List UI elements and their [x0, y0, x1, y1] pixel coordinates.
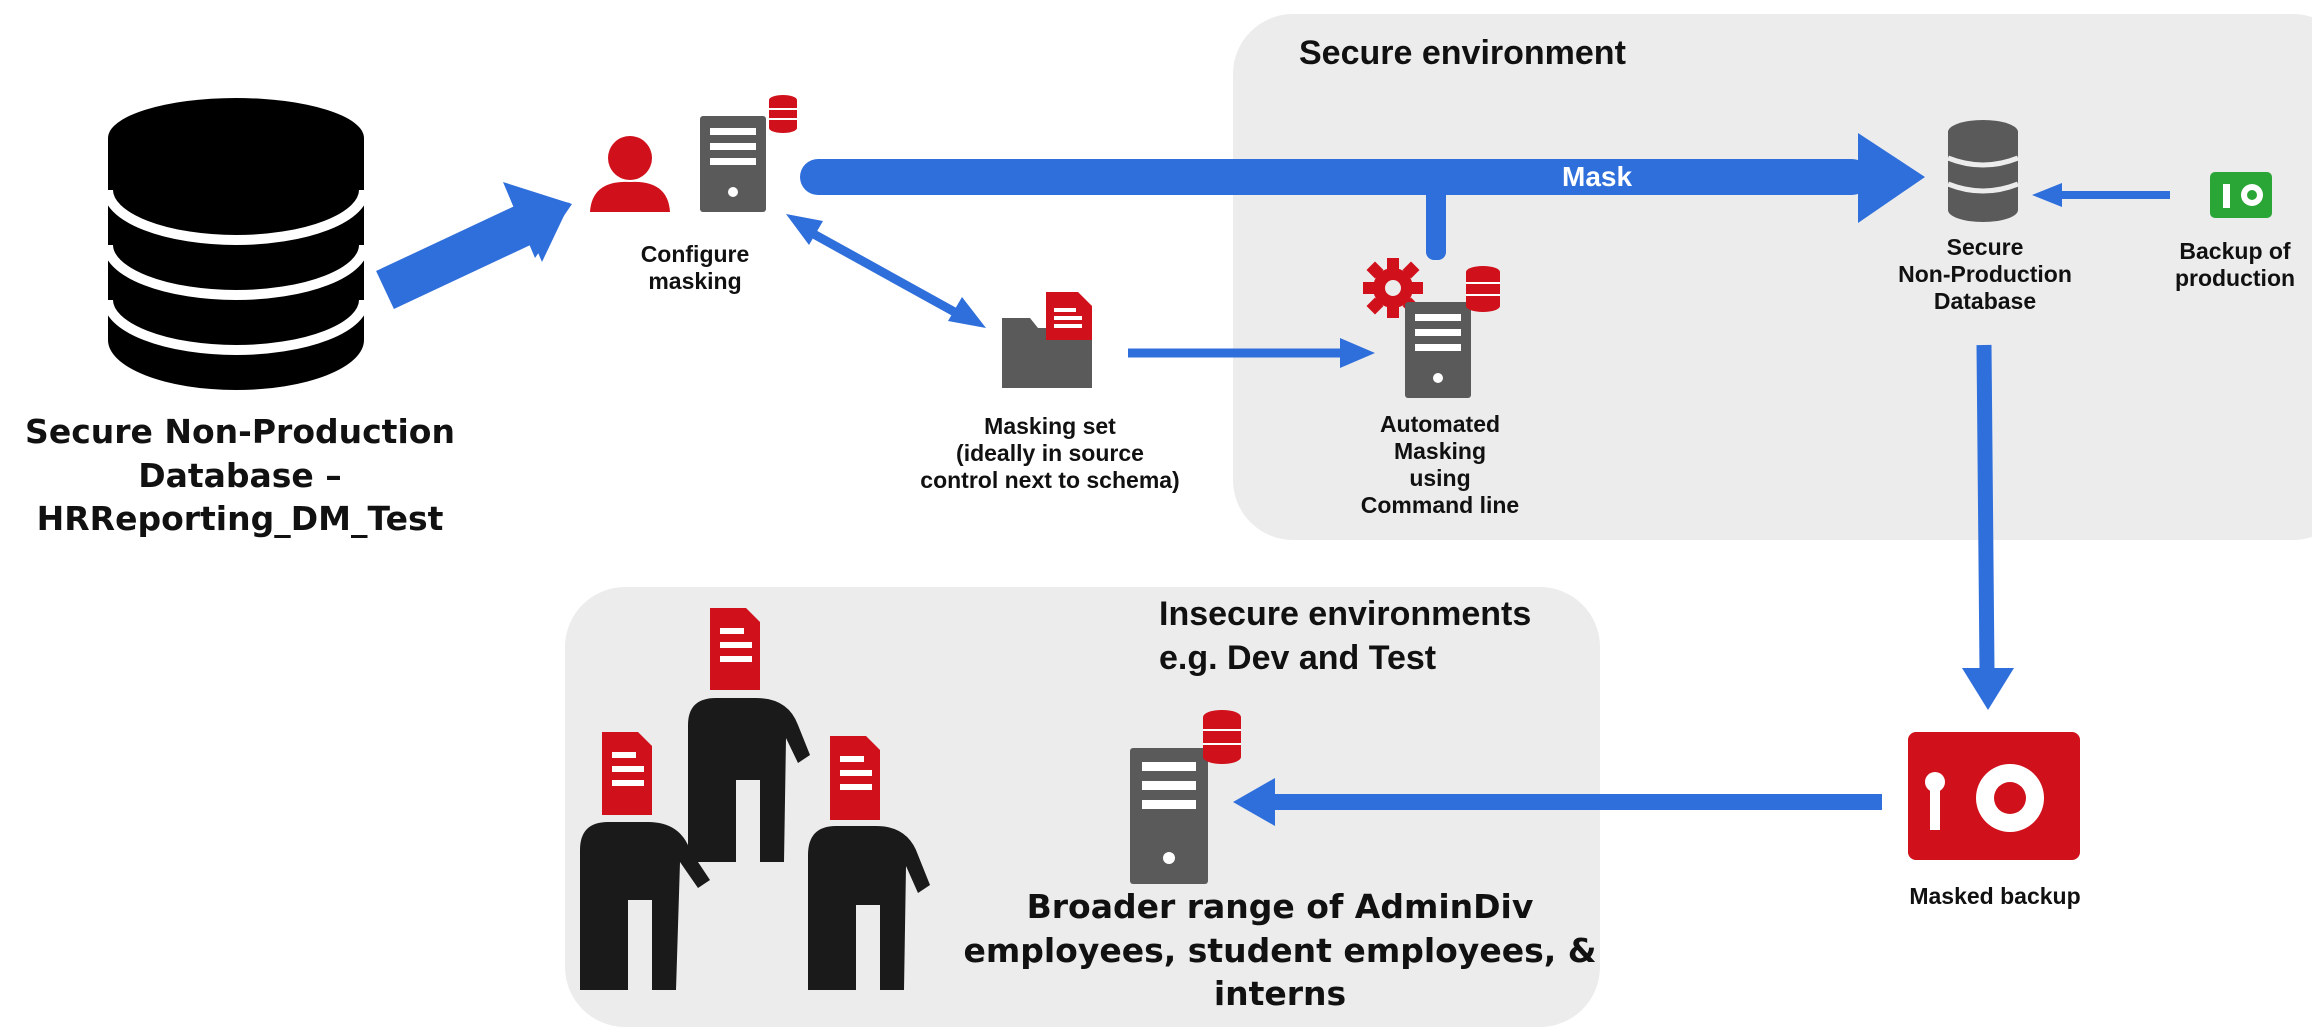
- database-icon: [1466, 266, 1500, 312]
- arrow-maskedbackup-to-server: [1233, 778, 1882, 826]
- server-icon: [1130, 748, 1208, 884]
- backup-of-production-label: Backup of production: [2174, 238, 2296, 292]
- insecure-environment-title-line1: Insecure environments: [1159, 595, 1532, 633]
- database-icon: [1947, 120, 2019, 222]
- broader-range-label: Broader range of AdminDiv employees, stu…: [963, 887, 1597, 1014]
- arrow-backup-to-securedb: [2032, 183, 2170, 207]
- server-icon: [700, 116, 766, 212]
- arrow-source-to-configure: [376, 182, 572, 310]
- arrow-configure-maskingset: [786, 214, 986, 328]
- arrow-mask-label: Mask: [1562, 161, 1633, 192]
- people-icon: [580, 608, 930, 990]
- secure-environment-title: Secure environment: [1299, 34, 1626, 72]
- masked-backup-label: Masked backup: [1909, 883, 2081, 909]
- backup-icon: [1908, 732, 2080, 860]
- person-icon: [590, 136, 670, 212]
- automated-masking-label: Automated Masking using Command line: [1360, 411, 1520, 519]
- database-icon: [769, 95, 797, 133]
- insecure-environment-title-line2: e.g. Dev and Test: [1159, 639, 1437, 677]
- arrow-maskingset-to-automated: [1128, 338, 1375, 368]
- backup-icon: [2210, 172, 2272, 218]
- arrow-securedb-to-maskedbackup: [1962, 344, 2014, 710]
- arrow-mask: [800, 133, 1925, 260]
- server-icon: [1405, 302, 1471, 398]
- masking-set-label: Masking set (ideally in source control n…: [920, 413, 1180, 494]
- database-icon: [1203, 710, 1241, 764]
- document-icon: [1046, 292, 1092, 340]
- source-database-label: Secure Non-Production Database – HRRepor…: [25, 412, 455, 539]
- database-icon: [103, 98, 369, 390]
- secure-environment-region: [1233, 14, 2312, 540]
- secure-db-label: Secure Non-Production Database: [1898, 234, 2072, 315]
- configure-masking-label: Configure masking: [640, 241, 750, 295]
